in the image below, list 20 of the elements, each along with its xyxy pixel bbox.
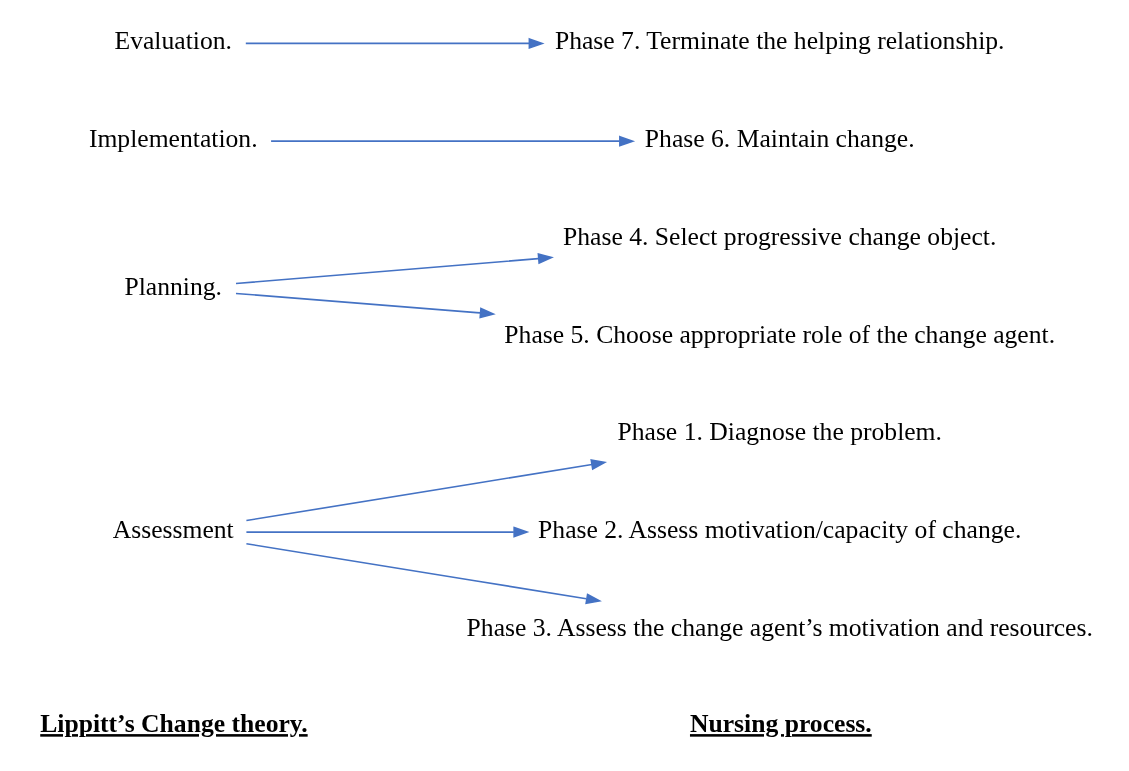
node-text: Assessment — [112, 515, 234, 545]
label: Lippitt’s Change theory. — [39, 709, 308, 739]
arrow — [234, 292, 496, 319]
node-text: Evaluation. — [114, 26, 232, 56]
arrow — [245, 526, 529, 538]
node-text: Phase 1. Diagnose the problem. — [616, 417, 942, 447]
label: Nursing process. — [689, 709, 872, 739]
arrow — [244, 37, 545, 49]
arrow — [269, 135, 635, 147]
arrow — [245, 459, 607, 522]
arrow — [234, 253, 554, 285]
node-text: Phase 3. Assess the change agent’s motivation and resources. — [466, 612, 1093, 642]
node-text: Phase 2. Assess motivation/capacity of change. — [537, 515, 1021, 545]
arrow — [245, 542, 602, 605]
node-text: Planning. — [123, 271, 222, 301]
node-text: Phase 4. Select progressive change object. — [562, 221, 996, 251]
node-text: Implementation. — [88, 124, 258, 154]
node-text: Phase 7. Terminate the helping relationship. — [554, 26, 1005, 56]
node-text: Phase 5. Choose appropriate role of the change agent. — [503, 319, 1055, 349]
node-text: Phase 6. Maintain change. — [644, 124, 915, 154]
